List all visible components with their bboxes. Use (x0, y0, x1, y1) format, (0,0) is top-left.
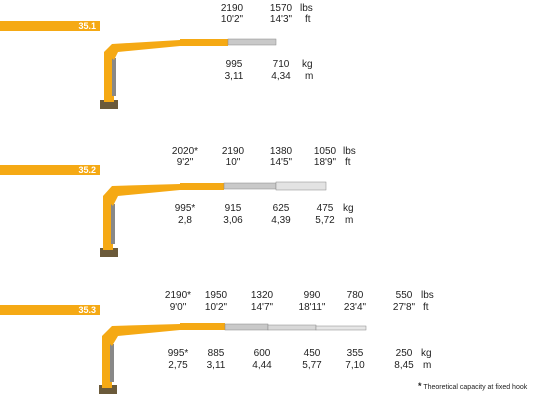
top-length: 18'9" (313, 157, 337, 168)
top-length: 27'8" (392, 302, 416, 313)
crane-35-1 (100, 38, 277, 109)
top-length: 14'5" (269, 157, 293, 168)
model-tag-35-3: 35.3 (0, 305, 100, 315)
top-weight: 1380 (269, 146, 293, 157)
footnote: * Theoretical capacity at fixed hook (418, 381, 527, 391)
crane-35-3 (99, 323, 367, 394)
bottom-weight: 625 (272, 203, 290, 214)
bottom-length: 4,44 (252, 360, 272, 371)
model-label: 35.3 (78, 305, 96, 315)
bottom-weight: 355 (346, 348, 364, 359)
unit-m: m (305, 71, 314, 82)
footnote-text: Theoretical capacity at fixed hook (423, 384, 528, 391)
top-length: 14'7" (250, 302, 274, 313)
model-tag-35-1: 35.1 (0, 21, 100, 31)
bottom-length: 4,34 (271, 71, 291, 82)
unit-ft: ft (423, 302, 429, 313)
bottom-weight: 995* (174, 203, 196, 214)
top-length: 9'0" (169, 302, 187, 313)
bottom-length: 3,11 (206, 360, 226, 371)
bottom-weight: 250 (395, 348, 413, 359)
bottom-length: 5,72 (315, 215, 335, 226)
unit-m: m (345, 215, 354, 226)
bottom-length: 7,10 (345, 360, 365, 371)
top-weight: 1320 (250, 290, 274, 301)
bottom-length: 2,75 (168, 360, 188, 371)
top-weight: 1050 (313, 146, 337, 157)
bottom-length: 4,39 (271, 215, 291, 226)
top-weight: 2190 (220, 3, 244, 14)
top-length: 10" (225, 157, 241, 168)
top-weight: 2190 (221, 146, 245, 157)
top-length: 18'11" (298, 302, 326, 313)
top-length: 10'2" (204, 302, 228, 313)
top-length: 23'4" (343, 302, 367, 313)
bottom-weight: 475 (316, 203, 334, 214)
bottom-weight: 995* (167, 348, 189, 359)
top-weight: 2020* (171, 146, 199, 157)
top-length: 10'2" (220, 14, 244, 25)
bottom-length: 3,11 (224, 71, 244, 82)
bottom-weight: 915 (224, 203, 242, 214)
top-weight: 990 (303, 290, 321, 301)
unit-lbs: lbs (343, 146, 356, 157)
bottom-weight: 600 (253, 348, 271, 359)
top-weight: 780 (346, 290, 364, 301)
bottom-weight: 450 (303, 348, 321, 359)
footnote-mark: * (418, 381, 422, 391)
top-weight: 2190* (164, 290, 192, 301)
unit-m: m (423, 360, 432, 371)
unit-ft: ft (345, 157, 351, 168)
top-weight: 1950 (204, 290, 228, 301)
bottom-weight: 995 (225, 59, 243, 70)
bottom-length: 3,06 (223, 215, 243, 226)
bottom-weight: 885 (207, 348, 225, 359)
bottom-length: 2,8 (178, 215, 192, 226)
unit-kg: kg (421, 348, 432, 359)
unit-lbs: lbs (421, 290, 434, 301)
bottom-length: 5,77 (302, 360, 322, 371)
top-weight: 1570 (269, 3, 293, 14)
unit-kg: kg (302, 59, 313, 70)
unit-ft: ft (305, 14, 311, 25)
bottom-weight: 710 (272, 59, 290, 70)
model-tag-35-2: 35.2 (0, 165, 100, 175)
top-length: 14'3" (269, 14, 293, 25)
model-label: 35.1 (78, 21, 96, 31)
bottom-length: 8,45 (394, 360, 414, 371)
model-label: 35.2 (78, 165, 96, 175)
crane-35-2 (100, 181, 327, 257)
top-length: 9'2" (176, 157, 194, 168)
unit-kg: kg (343, 203, 354, 214)
top-weight: 550 (395, 290, 413, 301)
unit-lbs: lbs (300, 3, 313, 14)
